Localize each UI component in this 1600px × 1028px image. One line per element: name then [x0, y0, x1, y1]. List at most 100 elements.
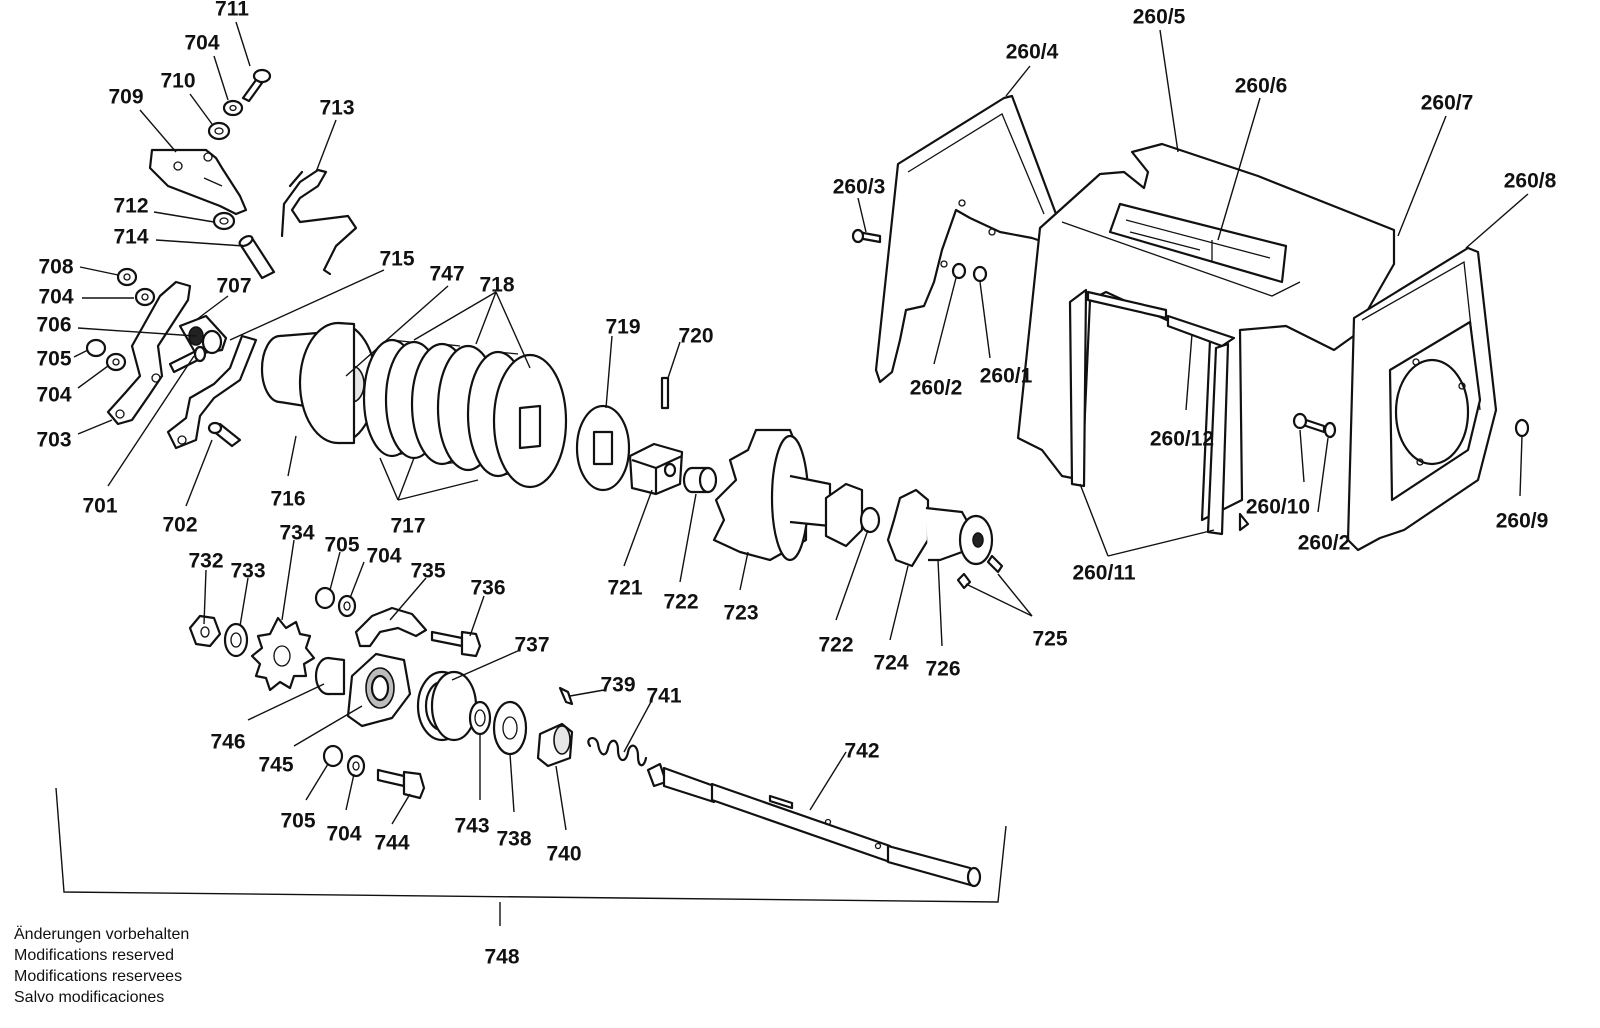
shaft-742-drawing: [646, 762, 982, 888]
label-742: 742: [844, 740, 879, 763]
clutch-723-drawing: [712, 428, 832, 562]
label-260-2: 260/2: [910, 377, 963, 400]
label-735: 735: [410, 560, 445, 583]
label-746: 746: [210, 731, 245, 754]
washer-704-drawing: [222, 99, 244, 117]
label-260-5: 260/5: [1133, 6, 1186, 29]
washer-719-drawing: [575, 404, 631, 492]
note-line-fr: Modifications reservees: [14, 968, 183, 985]
label-260-6: 260/6: [1235, 75, 1288, 98]
bolt-736-drawing: [430, 630, 464, 648]
label-719: 719: [605, 316, 640, 339]
drum-716-drawing: [260, 321, 378, 445]
label-260-8: 260/8: [1504, 170, 1557, 193]
washer-738-drawing: [492, 700, 528, 756]
label-704: 704: [326, 823, 361, 846]
nut-712-drawing: [212, 211, 236, 231]
bracket-703-drawing: [106, 280, 192, 426]
label-702: 702: [162, 514, 197, 537]
label-706: 706: [36, 314, 71, 337]
label-260-7: 260/7: [1421, 92, 1474, 115]
pin-720-drawing: [660, 376, 670, 410]
label-704: 704: [38, 286, 73, 309]
label-704: 704: [36, 384, 71, 407]
cam-724-drawing: [824, 482, 1004, 590]
sprocket-734-drawing: [250, 616, 316, 692]
label-743: 743: [454, 815, 489, 838]
shaft-assembly: [188, 586, 982, 888]
clutch-disks-717-drawing: [362, 338, 568, 489]
bearing-737-drawing: [416, 670, 478, 742]
clutch-drum-assembly: [260, 321, 1004, 590]
label-708: 708: [38, 256, 73, 279]
label-704: 704: [184, 32, 219, 55]
label-733: 733: [230, 560, 265, 583]
label-260-2: 260/2: [1298, 532, 1351, 555]
bracket-748-line: [55, 787, 1007, 903]
note-line-de: Änderungen vorbehalten: [14, 926, 190, 943]
label-720: 720: [678, 325, 713, 348]
washer-743-drawing: [468, 700, 492, 736]
side-plate-260-4-drawing: [874, 94, 1058, 384]
cover-735-drawing: [354, 606, 428, 648]
label-715: 715: [379, 248, 414, 271]
label-705: 705: [36, 348, 71, 371]
nut-708-drawing: [116, 267, 138, 287]
label-724: 724: [873, 652, 908, 675]
label-744: 744: [374, 832, 409, 855]
washer-733-drawing: [223, 622, 249, 658]
label-723: 723: [723, 602, 758, 625]
label-260-12: 260/12: [1150, 428, 1214, 451]
label-710: 710: [160, 70, 195, 93]
label-260-9: 260/9: [1496, 510, 1549, 533]
channel-260-11-drawing: [1068, 288, 1088, 488]
label-747: 747: [429, 263, 464, 286]
bushing-722-drawing: [682, 466, 718, 494]
label-260-1: 260/1: [980, 365, 1033, 388]
bolt-711-drawing: [241, 68, 272, 103]
note-line-en: Modifications reserved: [14, 947, 175, 964]
label-732: 732: [188, 550, 223, 573]
label-714: 714: [113, 226, 148, 249]
plate-709-drawing: [148, 148, 248, 216]
label-707: 707: [216, 275, 251, 298]
housing-assembly: [851, 94, 1530, 552]
label-712: 712: [113, 195, 148, 218]
label-260-11: 260/11: [1072, 562, 1135, 585]
label-701: 701: [82, 495, 117, 518]
label-260-3: 260/3: [833, 176, 886, 199]
label-722: 722: [818, 634, 853, 657]
label-739: 739: [600, 674, 635, 697]
label-716: 716: [270, 488, 305, 511]
bolt-744-drawing: [376, 768, 406, 788]
label-721: 721: [607, 577, 642, 600]
label-711: 711: [215, 0, 249, 21]
spring-741-drawing: [587, 737, 648, 767]
label-704: 704: [366, 545, 401, 568]
bracket-assembly: [85, 68, 358, 450]
label-703: 703: [36, 429, 71, 452]
label-741: 741: [646, 685, 681, 708]
label-260-10: 260/10: [1246, 496, 1310, 519]
label-745: 745: [258, 754, 293, 777]
part-labels: 711 704 710 709 713 712 714 708 704 707 …: [36, 0, 1556, 969]
label-713: 713: [319, 97, 354, 120]
label-738: 738: [496, 828, 531, 851]
label-725: 725: [1032, 628, 1067, 651]
label-718: 718: [479, 274, 514, 297]
label-736: 736: [470, 577, 505, 600]
label-709: 709: [108, 86, 143, 109]
label-705: 705: [324, 534, 359, 557]
label-734: 734: [279, 522, 314, 545]
spring-713-drawing: [280, 168, 358, 276]
label-748: 748: [484, 946, 519, 969]
label-726: 726: [925, 658, 960, 681]
label-722: 722: [663, 591, 698, 614]
modifications-note: Änderungen vorbehalten Modifications res…: [14, 924, 189, 1008]
bracket-702-drawing: [166, 334, 258, 450]
label-740: 740: [546, 843, 581, 866]
label-717: 717: [390, 515, 425, 538]
pin-739-drawing: [558, 686, 574, 706]
nut-710-drawing: [207, 121, 231, 141]
